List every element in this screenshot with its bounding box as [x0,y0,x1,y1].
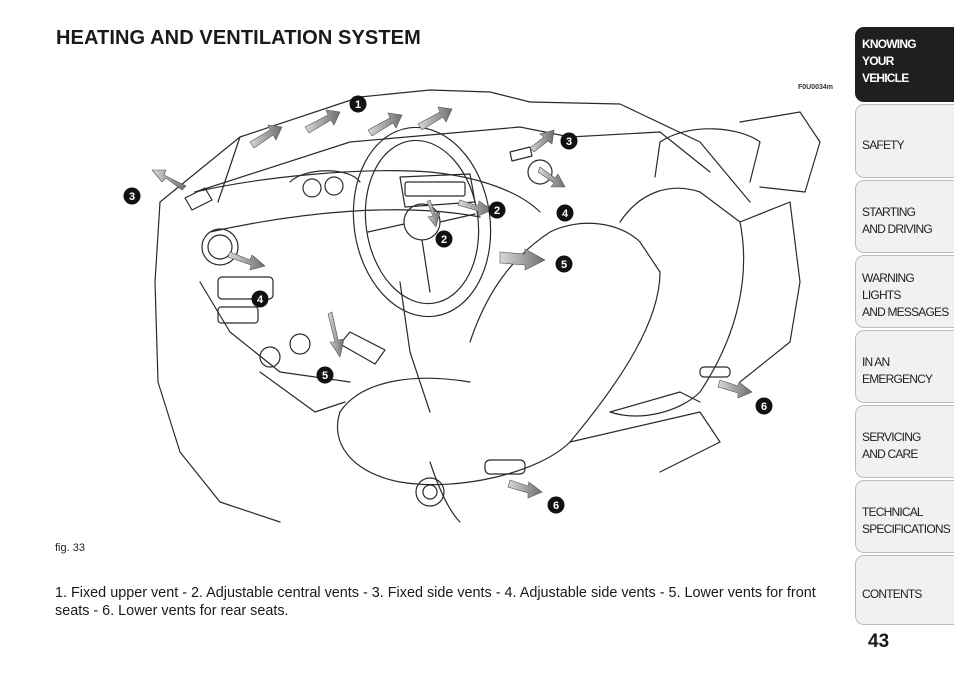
callout-3: 3 [560,132,578,150]
callout-4: 4 [251,290,269,308]
svg-text:3: 3 [566,136,572,148]
svg-text:6: 6 [761,401,767,413]
callout-6: 6 [547,496,565,514]
tab-starting-and-driving[interactable]: STARTING AND DRIVING [855,180,954,253]
airflow-arrow [417,106,453,131]
svg-text:5: 5 [322,370,328,382]
tab-safety[interactable]: SAFETY [855,104,954,178]
svg-text:2: 2 [441,234,447,246]
figure-code: F0U0034m [798,84,834,91]
airflow-arrow [426,199,441,228]
airflow-arrow [537,166,566,188]
svg-text:3: 3 [129,191,135,203]
callout-2: 2 [435,230,453,248]
page-title: HEATING AND VENTILATION SYSTEM [56,27,421,49]
airflow-arrow [327,311,345,358]
tab-in-an-emergency[interactable]: IN AN EMERGENCY [855,330,954,403]
callout-5: 5 [555,255,573,273]
svg-text:4: 4 [257,294,264,306]
svg-text:1: 1 [355,99,361,111]
airflow-arrow [529,129,555,153]
callouts: 1 2 2 3 3 4 4 5 [123,95,773,514]
airflow-arrow [457,199,493,217]
callout-1: 1 [349,95,367,113]
callout-5: 5 [316,366,334,384]
tab-technical-specifications[interactable]: TECHNICAL SPECIFICATIONS [855,480,954,553]
tab-contents[interactable]: CONTENTS [855,555,954,625]
tab-warning-lights[interactable]: WARNING LIGHTS AND MESSAGES [855,255,954,328]
airflow-arrow [507,479,543,499]
airflow-arrow [367,112,403,137]
callout-4: 4 [556,204,574,222]
callout-6: 6 [755,397,773,415]
page-number: 43 [868,631,890,652]
svg-text:4: 4 [562,208,569,220]
svg-text:2: 2 [494,205,500,217]
figure-caption: 1. Fixed upper vent - 2. Adjustable cent… [55,585,816,619]
tab-knowing-your-vehicle[interactable]: KNOWING YOUR VEHICLE [855,27,954,102]
callout-3: 3 [123,187,141,205]
airflow-arrow [249,124,283,149]
svg-text:5: 5 [561,259,567,271]
ventilation-diagram: 1 2 2 3 3 4 4 5 [123,89,821,523]
tab-servicing-and-care[interactable]: SERVICING AND CARE [855,405,954,478]
callout-2: 2 [488,201,506,219]
airflow-arrow [227,251,266,271]
airflow-arrow [717,379,753,399]
airflow-arrow [499,248,546,271]
airflow-arrow [304,109,341,134]
figure-label: fig. 33 [55,542,85,554]
svg-text:6: 6 [553,500,559,512]
airflow-arrow [151,169,187,191]
